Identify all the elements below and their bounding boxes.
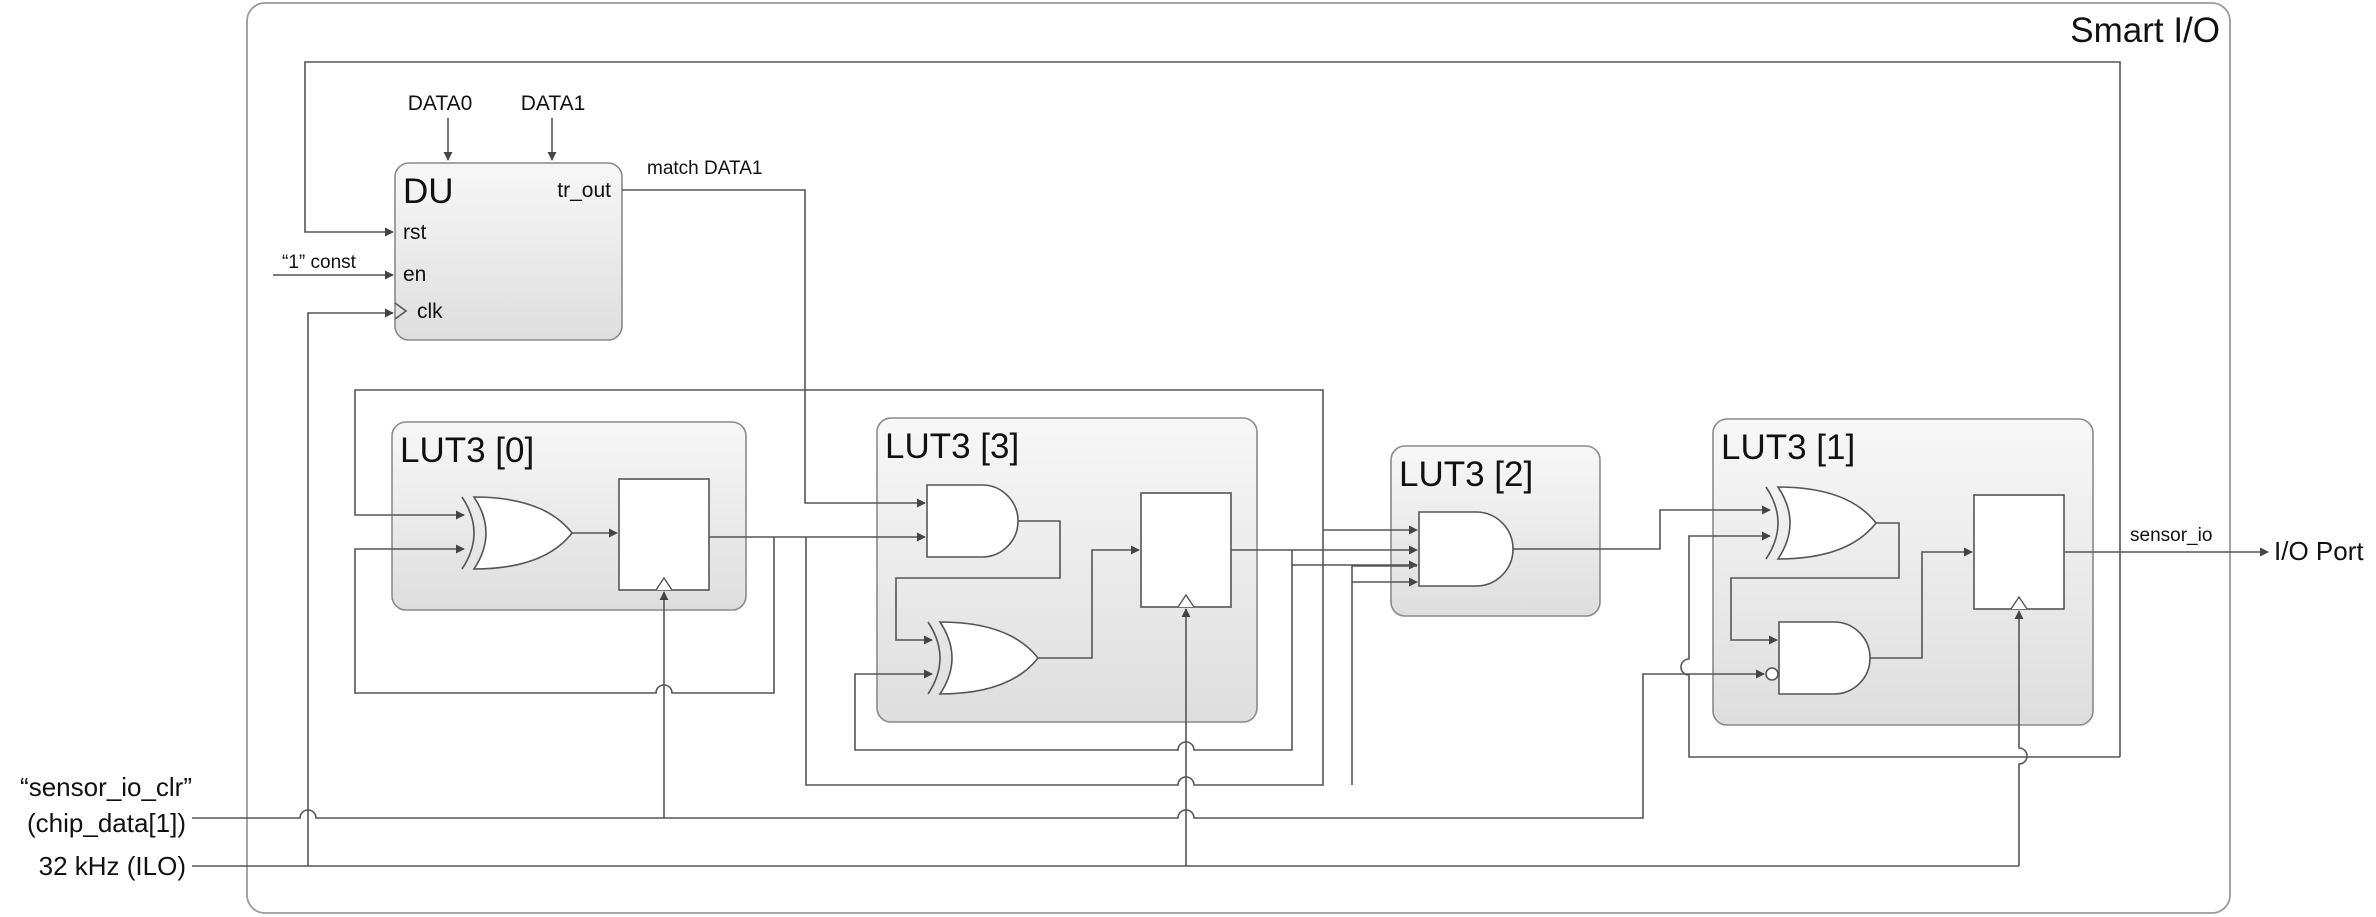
lut2-input-bottom-wire: [1351, 565, 1417, 785]
lut3-and-gate: [926, 484, 1019, 558]
sensor-io-label: sensor_io: [2130, 525, 2212, 546]
lut1-flipflop: [1973, 494, 2065, 610]
du-clk-wire: [307, 308, 394, 866]
du-port-en: en: [403, 263, 426, 286]
sensor-clr-label-line1: “sensor_io_clr”: [20, 772, 192, 802]
lut1-and-gate: [1778, 621, 1871, 695]
du-input-data1-label: DATA1: [521, 92, 586, 115]
du-tr-out-note: match DATA1: [647, 158, 762, 179]
io-port-label: I/O Port: [2274, 536, 2364, 566]
lut0-label: LUT3 [0]: [400, 431, 534, 470]
du-port-tr-out: tr_out: [557, 179, 611, 202]
du-port-clk: clk: [417, 300, 443, 323]
lut1-label: LUT3 [1]: [1721, 428, 1855, 467]
lut3-and-to-xor-wire: [895, 520, 1061, 645]
lut0-xor-gate: [472, 496, 574, 570]
lut0-bottom-loop-wire: [354, 537, 775, 694]
smart-io-title: Smart I/O: [2070, 11, 2220, 50]
sensor-clr-wire: [192, 669, 1765, 819]
lut1-ff-clk-wire: [2014, 610, 2028, 866]
du-tr-out-wire: [622, 189, 926, 508]
du-title: DU: [403, 172, 454, 211]
lut1-xor-back-arc: [1765, 486, 1779, 560]
lut1-xor-lower-wire: [1680, 531, 2120, 758]
lut2-and-gate: [1418, 511, 1514, 587]
lut2-label: LUT3 [2]: [1399, 455, 1533, 494]
lut1-and-inverter-bubble: [1765, 667, 1779, 681]
lut1-xor-gate: [1776, 486, 1878, 560]
du-input-data0-label: DATA0: [408, 92, 473, 115]
sensor-clr-label-line2: (chip_data[1]): [27, 808, 186, 838]
du-port-rst: rst: [403, 221, 426, 244]
du-block: [394, 162, 623, 341]
lut0-top-loop-wire: [354, 389, 1324, 628]
lut3-label: LUT3 [3]: [885, 427, 1019, 466]
lut3-ff-clk-triangle: [1177, 593, 1195, 608]
lut3-xor-back-arc: [927, 621, 941, 695]
lut1-ff-clk-triangle: [2010, 595, 2028, 610]
lut0-ff-clk-triangle: [655, 576, 673, 591]
lut3-xor-feedback-wire: [854, 550, 1293, 751]
lut0-xor-back-arc: [461, 496, 475, 570]
lut1-and-to-ff-wire: [1870, 547, 1973, 659]
du-clk-triangle: [394, 302, 408, 320]
lut1-xor-to-and-wire: [1730, 522, 1900, 645]
lut3-xor-to-ff-wire: [1038, 545, 1140, 659]
du-en-source-label: “1” const: [282, 252, 357, 273]
lut0-flipflop: [618, 478, 710, 591]
lut3-flipflop: [1140, 492, 1232, 608]
clock-label: 32 kHz (ILO): [39, 851, 186, 881]
du-rst-feedback-wire: [304, 61, 2121, 757]
lut3-xor-gate: [938, 621, 1040, 695]
lut2-out-wire: [1513, 505, 1771, 550]
